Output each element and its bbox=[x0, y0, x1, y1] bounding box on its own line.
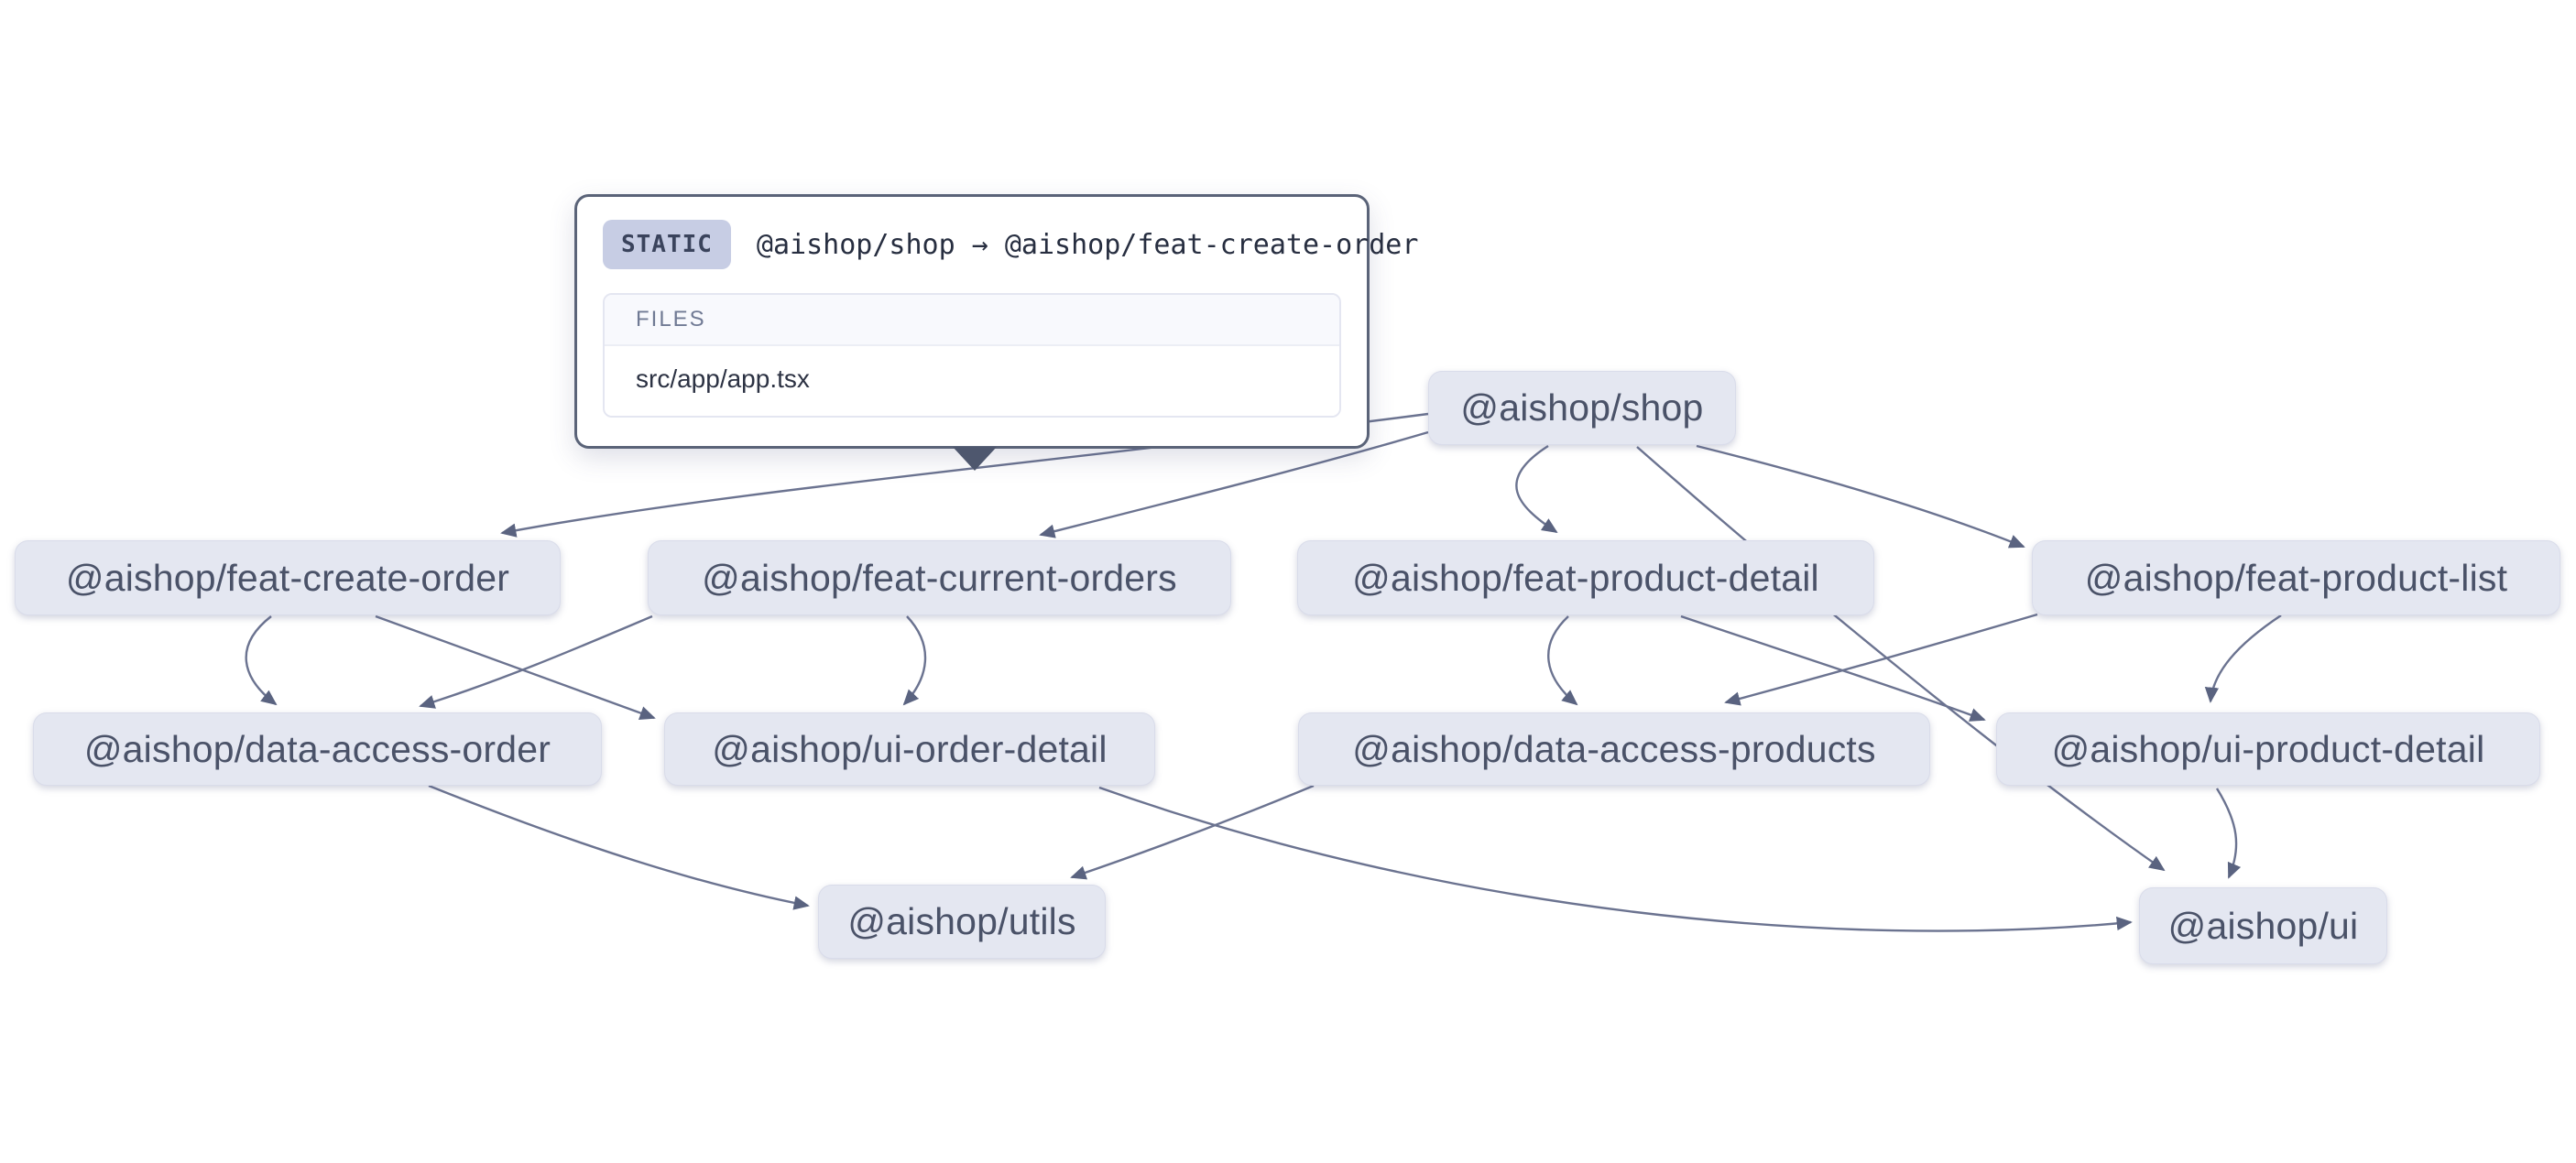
node-ui-product-detail[interactable]: @aishop/ui-product-detail bbox=[1996, 712, 2540, 786]
edge-shop-feat-product-detail[interactable] bbox=[1515, 444, 1558, 534]
edge-feat-product-detail-data-access-products[interactable] bbox=[1547, 615, 1578, 706]
edge-shop-ui[interactable] bbox=[1636, 446, 2166, 872]
node-feat-product-detail[interactable]: @aishop/feat-product-detail bbox=[1297, 540, 1874, 615]
edge-feat-product-detail-ui-product-detail[interactable] bbox=[1680, 614, 1986, 722]
edge-tooltip: STATIC @aishop/shop → @aishop/feat-creat… bbox=[574, 194, 1418, 449]
file-item: src/app/app.tsx bbox=[605, 346, 1339, 416]
tooltip-header: STATIC @aishop/shop → @aishop/feat-creat… bbox=[603, 220, 1418, 269]
edge-feat-create-order-ui-order-detail[interactable] bbox=[375, 614, 656, 720]
files-panel-header: FILES bbox=[605, 295, 1339, 346]
edge-feat-product-list-data-access-products[interactable] bbox=[1724, 613, 2038, 706]
node-ui[interactable]: @aishop/ui bbox=[2139, 887, 2387, 964]
edge-feat-current-orders-data-access-order[interactable] bbox=[419, 614, 653, 709]
edge-data-access-products-utils[interactable] bbox=[1070, 784, 1315, 880]
edge-feat-create-order-data-access-order[interactable] bbox=[245, 615, 278, 706]
tooltip-pointer-icon bbox=[953, 447, 997, 471]
node-utils[interactable]: @aishop/utils bbox=[818, 885, 1106, 959]
node-feat-create-order[interactable]: @aishop/feat-create-order bbox=[15, 540, 561, 615]
edge-shop-feat-current-orders[interactable] bbox=[1039, 430, 1429, 538]
node-feat-product-list[interactable]: @aishop/feat-product-list bbox=[2032, 540, 2560, 615]
edge-ui-order-detail-ui[interactable] bbox=[1098, 786, 2133, 932]
edge-feat-product-list-ui-product-detail[interactable] bbox=[2204, 614, 2282, 703]
edge-shop-feat-product-list[interactable] bbox=[1696, 444, 2025, 549]
edge-type-badge: STATIC bbox=[603, 220, 731, 269]
edge-feat-current-orders-ui-order-detail[interactable] bbox=[902, 615, 927, 706]
files-list: src/app/app.tsx bbox=[605, 346, 1339, 416]
node-ui-order-detail[interactable]: @aishop/ui-order-detail bbox=[664, 712, 1155, 786]
edge-route-label: @aishop/shop → @aishop/feat-create-order bbox=[756, 228, 1419, 261]
files-panel: FILES src/app/app.tsx bbox=[603, 293, 1341, 418]
node-shop[interactable]: @aishop/shop bbox=[1428, 371, 1736, 445]
node-data-access-order[interactable]: @aishop/data-access-order bbox=[33, 712, 602, 786]
node-data-access-products[interactable]: @aishop/data-access-products bbox=[1298, 712, 1930, 786]
edge-data-access-order-utils[interactable] bbox=[428, 784, 810, 910]
edge-ui-product-detail-ui[interactable] bbox=[2215, 788, 2242, 879]
node-feat-current-orders[interactable]: @aishop/feat-current-orders bbox=[648, 540, 1231, 615]
